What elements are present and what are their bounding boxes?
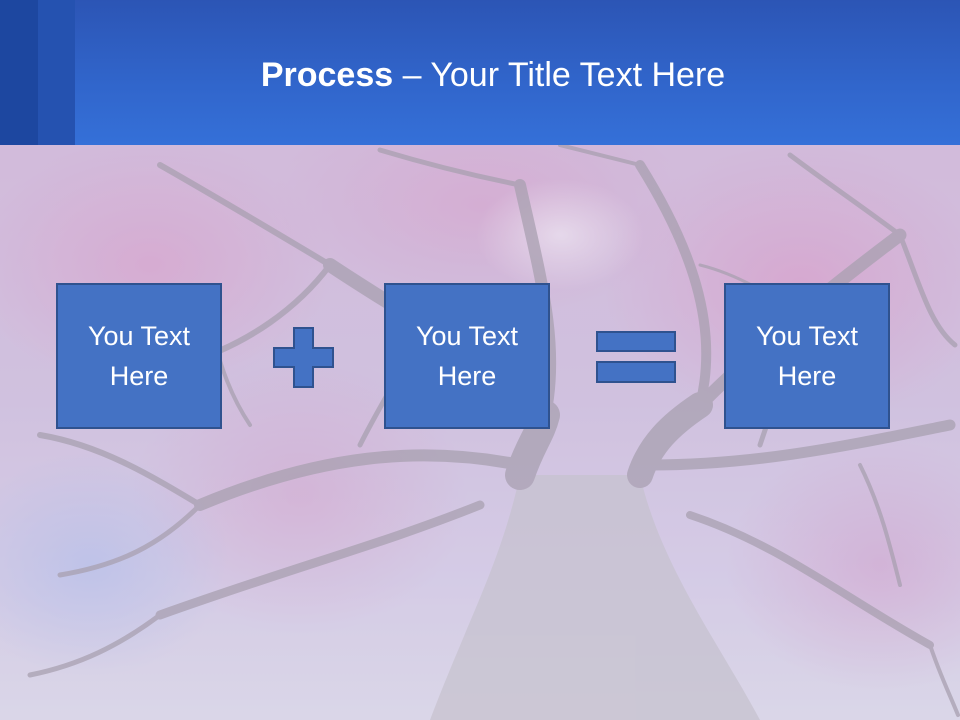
process-box-1[interactable]: You Text Here bbox=[56, 283, 222, 429]
process-box-text: You Text Here bbox=[87, 321, 191, 391]
process-box-2[interactable]: You Text Here bbox=[384, 283, 550, 429]
accent-stripe bbox=[38, 0, 75, 145]
title-bar: Process – Your Title Text Here bbox=[0, 0, 960, 145]
process-box-text: You Text Here bbox=[755, 321, 859, 391]
title-rest: – Your Title Text Here bbox=[393, 56, 726, 94]
slide-title[interactable]: Process – Your Title Text Here bbox=[0, 52, 960, 98]
equals-icon[interactable] bbox=[596, 331, 676, 383]
background-overlay bbox=[0, 145, 960, 720]
process-box-text: You Text Here bbox=[415, 321, 519, 391]
plus-icon[interactable] bbox=[272, 326, 335, 389]
title-bold: Process bbox=[260, 56, 394, 94]
process-box-3[interactable]: You Text Here bbox=[724, 283, 890, 429]
accent-stripe bbox=[0, 0, 38, 145]
